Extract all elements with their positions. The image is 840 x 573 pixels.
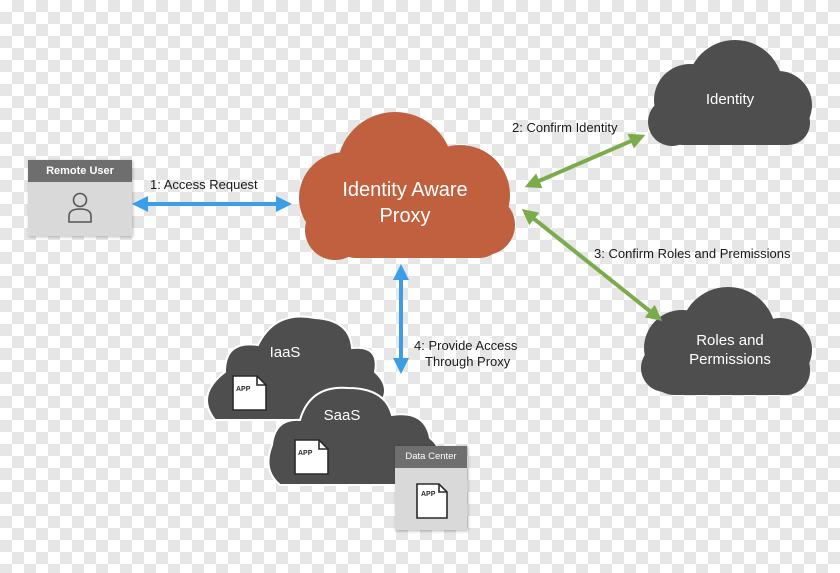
confirm-roles-arrow bbox=[521, 209, 663, 321]
access-request-label: 1: Access Request bbox=[150, 177, 258, 192]
iaas-label: IaaS bbox=[269, 344, 301, 361]
data-center-box: Data Center APP bbox=[395, 446, 467, 530]
saas-label: SaaS bbox=[323, 407, 361, 424]
saas-app-text: APP bbox=[298, 450, 313, 457]
roles-cloud bbox=[641, 287, 812, 395]
iaas-app-text: APP bbox=[236, 386, 251, 393]
proxy-label: Identity Aware Proxy bbox=[342, 179, 468, 227]
roles-label: Roles and Permissions bbox=[689, 332, 771, 368]
data-center-title: Data Center bbox=[395, 446, 467, 468]
provide-access-label: 4: Provide Access Through Proxy bbox=[414, 338, 518, 369]
identity-cloud bbox=[648, 40, 812, 146]
data-center-app-text: APP bbox=[421, 491, 436, 498]
saas-app-icon bbox=[294, 439, 329, 475]
identity-label: Identity bbox=[705, 91, 755, 108]
confirm-roles-label: 3: Confirm Roles and Premissions bbox=[594, 246, 791, 261]
remote-user-box: Remote User bbox=[28, 160, 132, 236]
remote-user-title: Remote User bbox=[28, 160, 132, 182]
iaas-app-icon bbox=[232, 375, 267, 411]
proxy-cloud bbox=[299, 112, 515, 260]
confirm-identity-arrow bbox=[524, 133, 646, 189]
confirm-identity-label: 2: Confirm Identity bbox=[512, 120, 618, 135]
user-icon bbox=[68, 192, 92, 223]
data-center-app-icon bbox=[416, 483, 448, 519]
